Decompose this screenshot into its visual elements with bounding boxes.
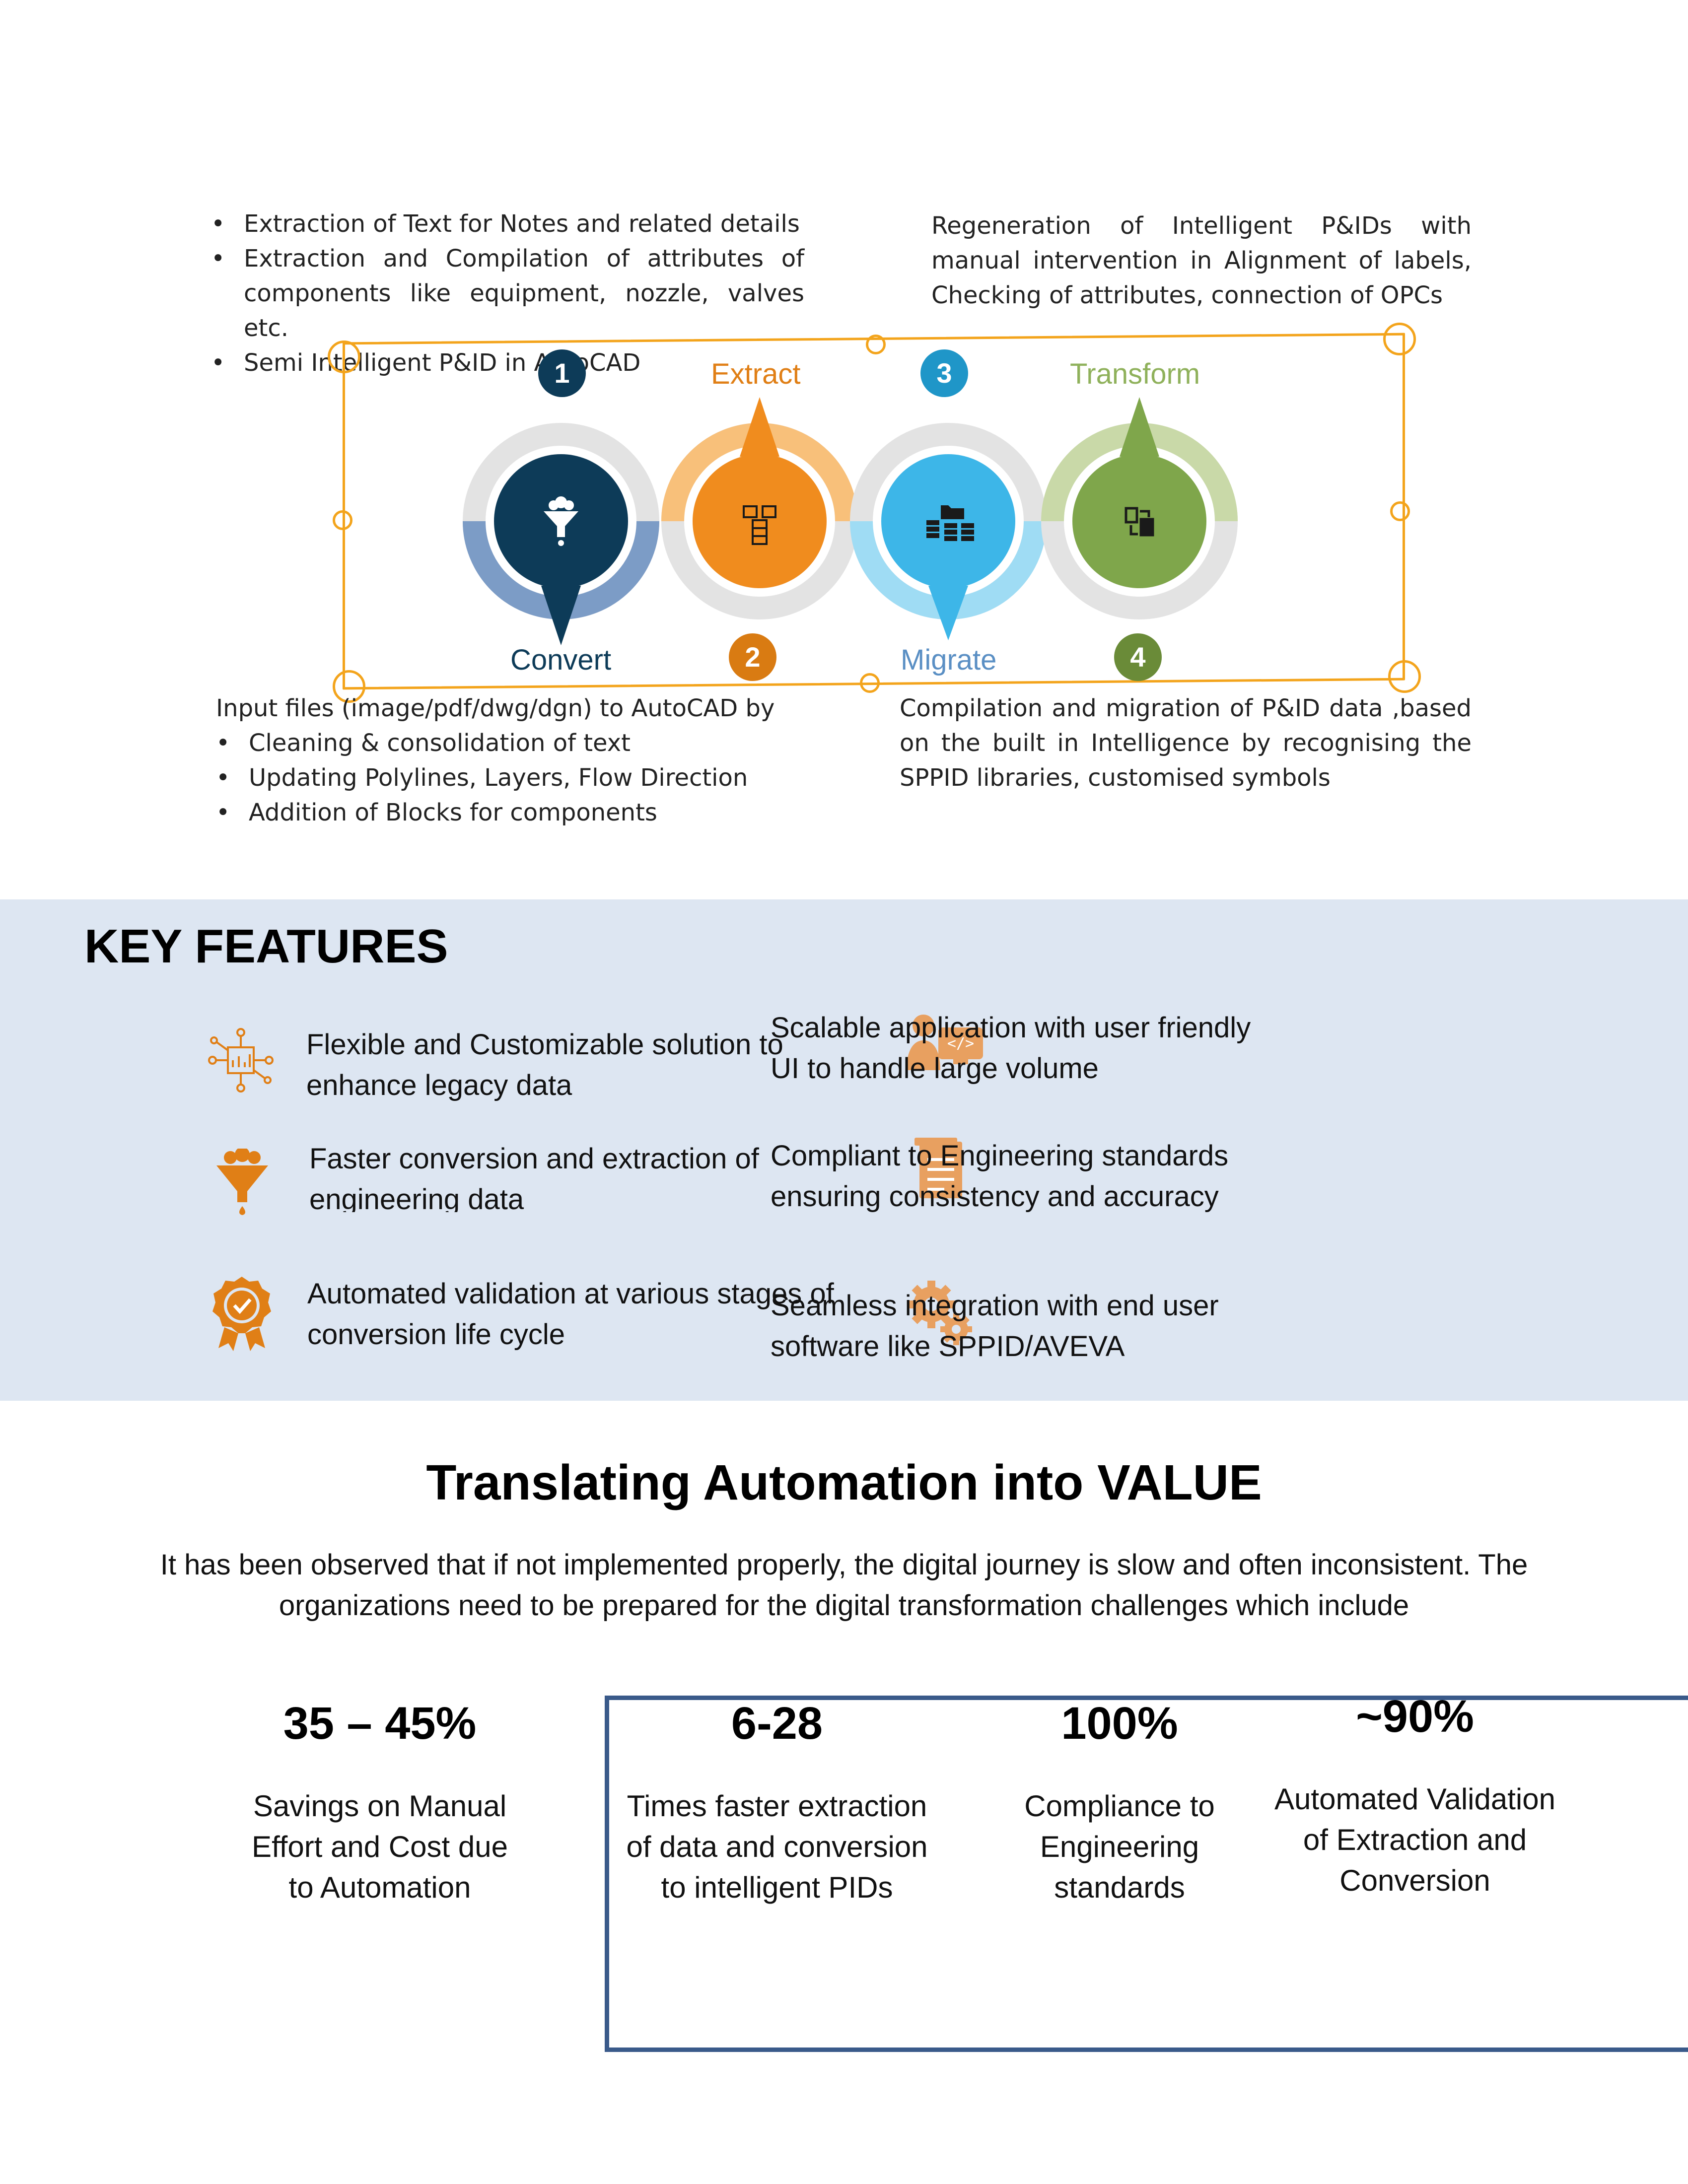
feature-validation: Automated validation at various stages o… xyxy=(307,1278,834,1351)
resize-handle-top-left[interactable] xyxy=(328,341,360,373)
resize-handle-top-right[interactable] xyxy=(1383,323,1416,355)
value-title: Translating Automation into VALUE xyxy=(426,1455,1262,1510)
stat-automation-label: Automated Validation of Extraction and C… xyxy=(1274,1782,1555,1897)
feature-integration: Seamless integration with end user softw… xyxy=(771,1290,1219,1363)
badge-check-icon xyxy=(212,1277,271,1351)
extract-notes: Extraction of Text for Notes and related… xyxy=(211,206,804,380)
convert-note-1: Cleaning & consolidation of text xyxy=(216,726,812,760)
migrate-pointer xyxy=(928,586,968,640)
key-features-section xyxy=(0,899,1688,1401)
resize-handle-bottom-right[interactable] xyxy=(1388,660,1421,693)
database-icon xyxy=(743,505,776,545)
stat-speed-value: 6-28 xyxy=(731,1698,823,1749)
process-rings xyxy=(463,397,1238,645)
gears-icon xyxy=(908,1281,972,1345)
convert-note-2: Updating Polylines, Layers, Flow Directi… xyxy=(216,760,812,795)
selection-frame[interactable] xyxy=(343,333,1405,690)
step-convert-label: Convert xyxy=(510,644,612,676)
step-4-badge: 4 xyxy=(1114,633,1162,681)
feature-scalable: Scalable application with user friendly … xyxy=(771,1012,1251,1085)
stats-frame xyxy=(605,1696,1688,2052)
funnel-icon xyxy=(544,496,578,546)
step-extract-label: Extract xyxy=(711,358,801,390)
network-chart-icon xyxy=(208,1028,274,1092)
stat-compliance-value: 100% xyxy=(1061,1698,1178,1749)
resize-handle-mid-right[interactable] xyxy=(1390,501,1410,521)
transform-docs-icon xyxy=(1125,507,1154,537)
step-2-badge: 2 xyxy=(729,633,776,681)
step-3-badge: 3 xyxy=(920,349,968,397)
key-features-title: KEY FEATURES xyxy=(84,920,448,973)
resize-handle-top-mid[interactable] xyxy=(866,335,886,354)
process-diagram: 1 Extract 3 Transform Convert 2 Migrate … xyxy=(328,323,1421,703)
step-migrate-label: Migrate xyxy=(901,644,997,676)
extract-note-2: Extraction and Compilation of attributes… xyxy=(211,241,804,345)
svg-text:</>: </> xyxy=(947,1035,974,1052)
stat-savings-value: 35 – 45% xyxy=(283,1698,477,1749)
funnel-icon xyxy=(216,1149,268,1215)
extract-note-1: Extraction of Text for Notes and related… xyxy=(211,206,804,241)
transform-pointer xyxy=(1120,397,1159,457)
transform-notes: Regeneration of Intelligent P&IDs with m… xyxy=(931,212,1472,309)
convert-notes: Input files (image/pdf/dwg/dgn) to AutoC… xyxy=(216,691,812,830)
stat-automation-value: ~90% xyxy=(1356,1691,1474,1742)
convert-note-3: Addition of Blocks for components xyxy=(216,795,812,830)
folder-database-icon xyxy=(926,505,974,541)
resize-handle-bottom-mid[interactable] xyxy=(860,673,880,693)
migrate-disc xyxy=(881,454,1015,588)
transform-disc xyxy=(1072,454,1206,588)
resize-handle-mid-left[interactable] xyxy=(333,510,352,530)
convert-pointer xyxy=(541,586,581,645)
document-icon xyxy=(914,1138,962,1198)
extract-pointer xyxy=(740,397,779,457)
value-intro: It has been observed that if not impleme… xyxy=(160,1549,1528,1622)
developer-code-icon: </> xyxy=(907,1015,983,1070)
stat-speed-label: Times faster extraction of data and conv… xyxy=(626,1789,928,1904)
resize-handle-bottom-left[interactable] xyxy=(333,670,365,703)
stat-savings-label: Savings on Manual Effort and Cost due to… xyxy=(252,1789,508,1904)
step-transform-label: Transform xyxy=(1070,358,1200,390)
feature-flexible: Flexible and Customizable solution to en… xyxy=(306,1028,783,1101)
convert-notes-intro: Input files (image/pdf/dwg/dgn) to AutoC… xyxy=(216,694,775,722)
feature-faster: Faster conversion and extraction of engi… xyxy=(309,1143,759,1212)
stat-compliance-label: Compliance to Engineering standards xyxy=(1024,1789,1215,1904)
step-1-badge: 1 xyxy=(538,349,586,397)
migrate-notes: Compilation and migration of P&ID data ,… xyxy=(900,694,1472,792)
feature-compliant: Compliant to Engineering standards ensur… xyxy=(771,1140,1229,1213)
